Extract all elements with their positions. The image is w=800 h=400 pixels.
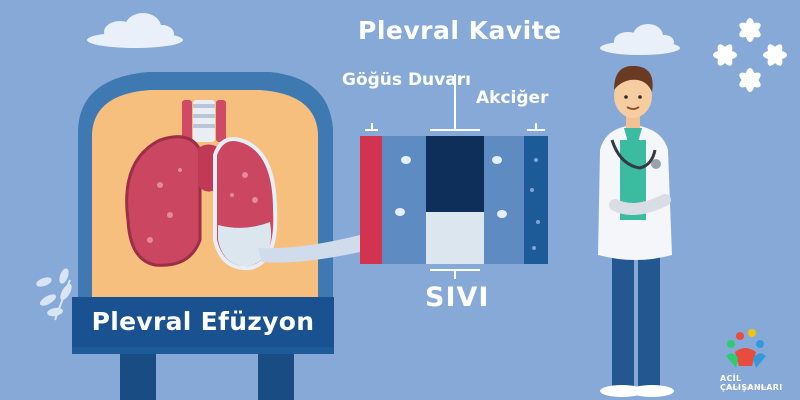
leaf-branch-icon	[36, 268, 72, 321]
condition-banner-text: Plevral Efüzyon	[91, 307, 315, 336]
diagram-title: Plevral Kavite	[358, 16, 562, 45]
flower-ornament-icon	[713, 18, 787, 92]
right-lung	[213, 137, 278, 271]
brand-name: ACİL ÇALIŞANLARI	[720, 374, 783, 392]
lung-tissue-layer	[524, 136, 548, 264]
fluid-label: SIVI	[425, 282, 490, 313]
doctor-figure	[598, 65, 674, 397]
trachea	[182, 100, 226, 142]
fluid-layer	[426, 212, 484, 264]
chest-wall-layer	[360, 136, 382, 264]
label-brackets	[365, 74, 545, 279]
cloud-right	[600, 24, 680, 55]
condition-banner: Plevral Efüzyon	[72, 297, 334, 347]
left-lung	[125, 135, 202, 267]
lung-label: Akciğer	[476, 88, 549, 108]
chest-wall-label: Göğüs Duvarı	[342, 70, 471, 90]
cloud-left	[87, 13, 183, 48]
acil-calisanlari-logo	[726, 329, 766, 368]
pleural-cross-section	[360, 136, 548, 264]
brand-tagline: Her an hayat kurtar	[727, 385, 767, 390]
